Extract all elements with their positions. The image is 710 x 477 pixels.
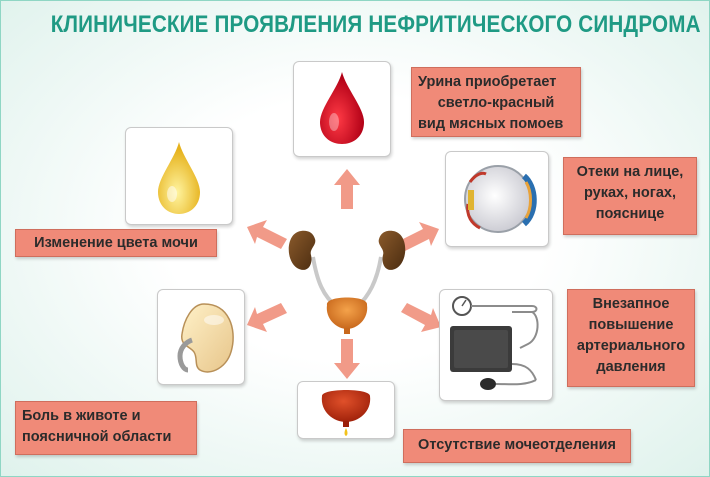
label-urine-red: Урина приобретает светло-красный вид мяс…	[411, 67, 581, 137]
card-blood-drop	[293, 61, 391, 157]
kidney-icon	[177, 303, 234, 373]
arrow-up-right	[399, 222, 439, 251]
bladder-icon	[321, 390, 371, 436]
blood-drop-icon	[320, 72, 364, 144]
card-yellow-drop	[125, 127, 233, 225]
urinary-system-icon	[288, 230, 406, 334]
eye-icon	[464, 165, 537, 233]
arrow-down	[334, 339, 360, 379]
label-pain: Боль в животе и поясничной области	[15, 401, 197, 455]
label-pressure: Внезапное повышение артериального давлен…	[567, 289, 695, 387]
arrow-down-left	[247, 303, 287, 332]
card-bladder	[297, 381, 395, 439]
label-edema: Отеки на лице, руках, ногах, пояснице	[563, 157, 697, 235]
card-eye	[445, 151, 549, 247]
blood-pressure-monitor-icon	[450, 296, 539, 390]
page-title: КЛИНИЧЕСКИЕ ПРОЯВЛЕНИЯ НЕФРИТИЧЕСКОГО СИ…	[50, 11, 701, 38]
arrow-up-left	[247, 220, 287, 249]
card-kidney	[157, 289, 245, 385]
label-urine-color: Изменение цвета мочи	[15, 229, 217, 257]
yellow-drop-icon	[158, 142, 200, 214]
arrow-down-right	[401, 303, 441, 332]
arrow-up	[334, 169, 360, 209]
card-blood-pressure	[439, 289, 553, 401]
label-anuria: Отсутствие мочеотделения	[403, 429, 631, 463]
